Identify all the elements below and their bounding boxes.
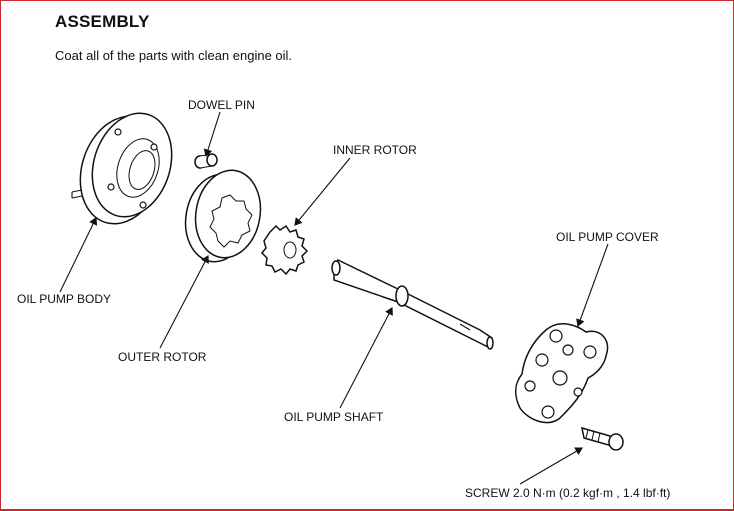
dowel-pin-part xyxy=(194,153,218,169)
label-oil-pump-body: OIL PUMP BODY xyxy=(17,292,112,306)
page-title: ASSEMBLY xyxy=(55,12,150,31)
leader-oil-pump-body xyxy=(59,217,98,293)
leader-outer-rotor xyxy=(159,255,209,349)
label-inner-rotor: INNER ROTOR xyxy=(333,143,417,157)
oil-pump-shaft-part xyxy=(331,258,494,350)
label-screw-torque: SCREW 2.0 N·m (0.2 kgf·m , 1.4 lbf·ft) xyxy=(465,486,671,500)
leader-inner-rotor xyxy=(294,157,351,226)
label-oil-pump-cover: OIL PUMP COVER xyxy=(556,230,659,244)
label-dowel-pin: DOWEL PIN xyxy=(188,98,255,112)
outer-rotor-part xyxy=(184,169,262,263)
instruction-text: Coat all of the parts with clean engine … xyxy=(55,48,293,63)
leader-oil-pump-cover xyxy=(576,243,609,328)
oil-pump-cover-part xyxy=(515,323,609,424)
inner-rotor-part xyxy=(260,224,309,276)
label-outer-rotor: OUTER ROTOR xyxy=(118,350,207,364)
label-oil-pump-shaft: OIL PUMP SHAFT xyxy=(284,410,384,424)
screw-part xyxy=(581,426,624,451)
oil-pump-body-part xyxy=(71,112,173,225)
leader-screw xyxy=(519,447,583,485)
leader-dowel-pin xyxy=(203,111,221,158)
leader-oil-pump-shaft xyxy=(339,307,393,409)
